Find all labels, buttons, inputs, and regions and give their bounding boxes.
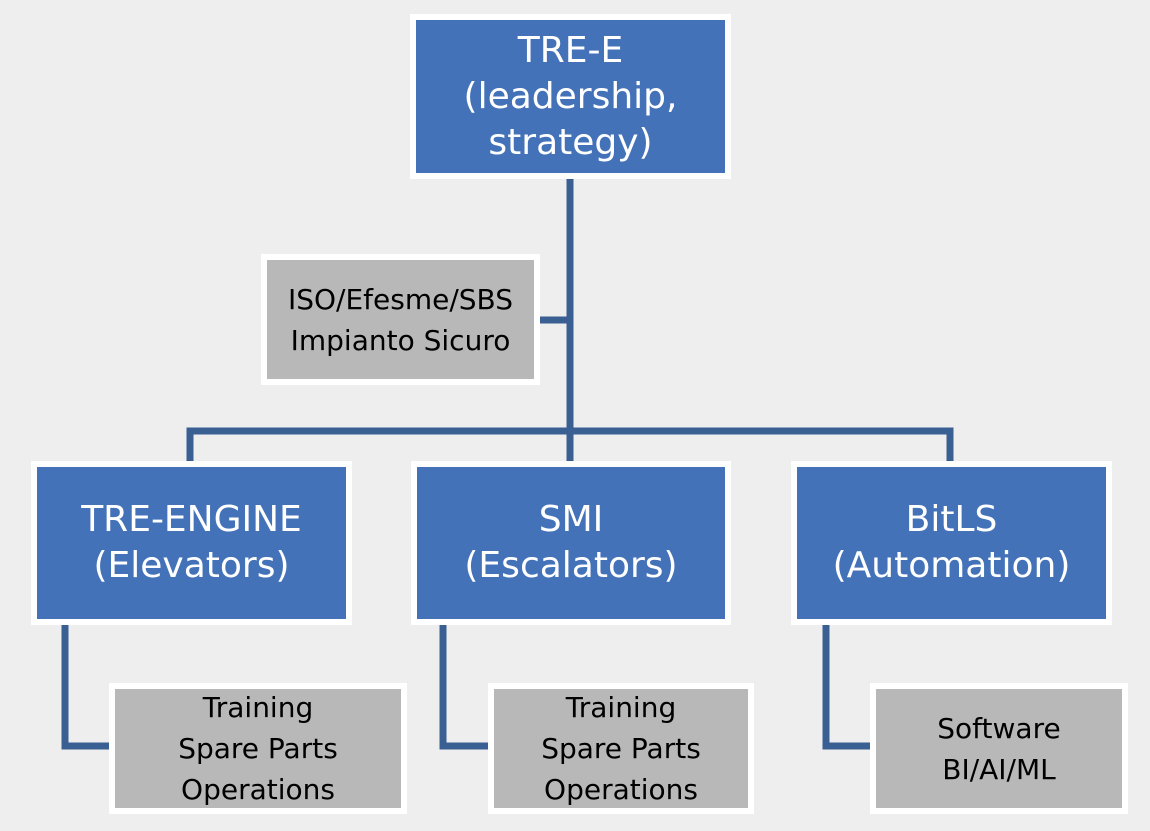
sub-node-elevators-line-1: Training xyxy=(202,691,314,724)
child-node-escalators-line-1: SMI xyxy=(538,499,604,540)
child-node-escalators: SMI (Escalators) xyxy=(411,461,731,625)
sub-node-elevators: Training Spare Parts Operations xyxy=(109,683,407,814)
child-node-automation: BitLS (Automation) xyxy=(791,461,1112,625)
sub-node-elevators-line-3: Operations xyxy=(181,773,335,806)
child-node-elevators-line-2: (Elevators) xyxy=(93,545,290,586)
assistant-node: ISO/Efesme/SBS Impianto Sicuro xyxy=(261,254,540,385)
sub-node-escalators: Training Spare Parts Operations xyxy=(488,683,754,814)
sub-connector-escalators xyxy=(439,622,493,750)
root-node-line-2: (leadership, xyxy=(463,75,678,117)
assistant-node-line-1: ISO/Efesme/SBS xyxy=(287,282,514,316)
sub-connector-elevators xyxy=(61,622,115,750)
sub-node-elevators-line-2: Spare Parts xyxy=(178,732,338,765)
sub-connector-automation xyxy=(822,622,876,750)
assistant-node-line-2: Impianto Sicuro xyxy=(290,323,511,357)
child-node-automation-line-2: (Automation) xyxy=(832,545,1071,586)
sub-node-escalators-line-2: Spare Parts xyxy=(541,732,701,765)
root-node: TRE-E (leadership, strategy) xyxy=(410,14,731,179)
sub-node-escalators-line-1: Training xyxy=(565,691,677,724)
child-node-escalators-line-2: (Escalators) xyxy=(464,545,678,586)
root-node-line-1: TRE-E xyxy=(517,29,624,71)
child-node-elevators-line-1: TRE-ENGINE xyxy=(81,499,302,540)
child-node-elevators: TRE-ENGINE (Elevators) xyxy=(31,461,352,625)
child-node-automation-line-1: BitLS xyxy=(905,499,998,540)
sub-node-automation-line-1: Software xyxy=(937,711,1061,745)
sub-node-automation-line-2: BI/AI/ML xyxy=(942,752,1056,786)
sub-node-escalators-line-3: Operations xyxy=(544,773,698,806)
sub-node-automation: Software BI/AI/ML xyxy=(870,683,1128,814)
branch-connector xyxy=(186,427,954,466)
root-node-line-3: strategy) xyxy=(488,121,653,163)
